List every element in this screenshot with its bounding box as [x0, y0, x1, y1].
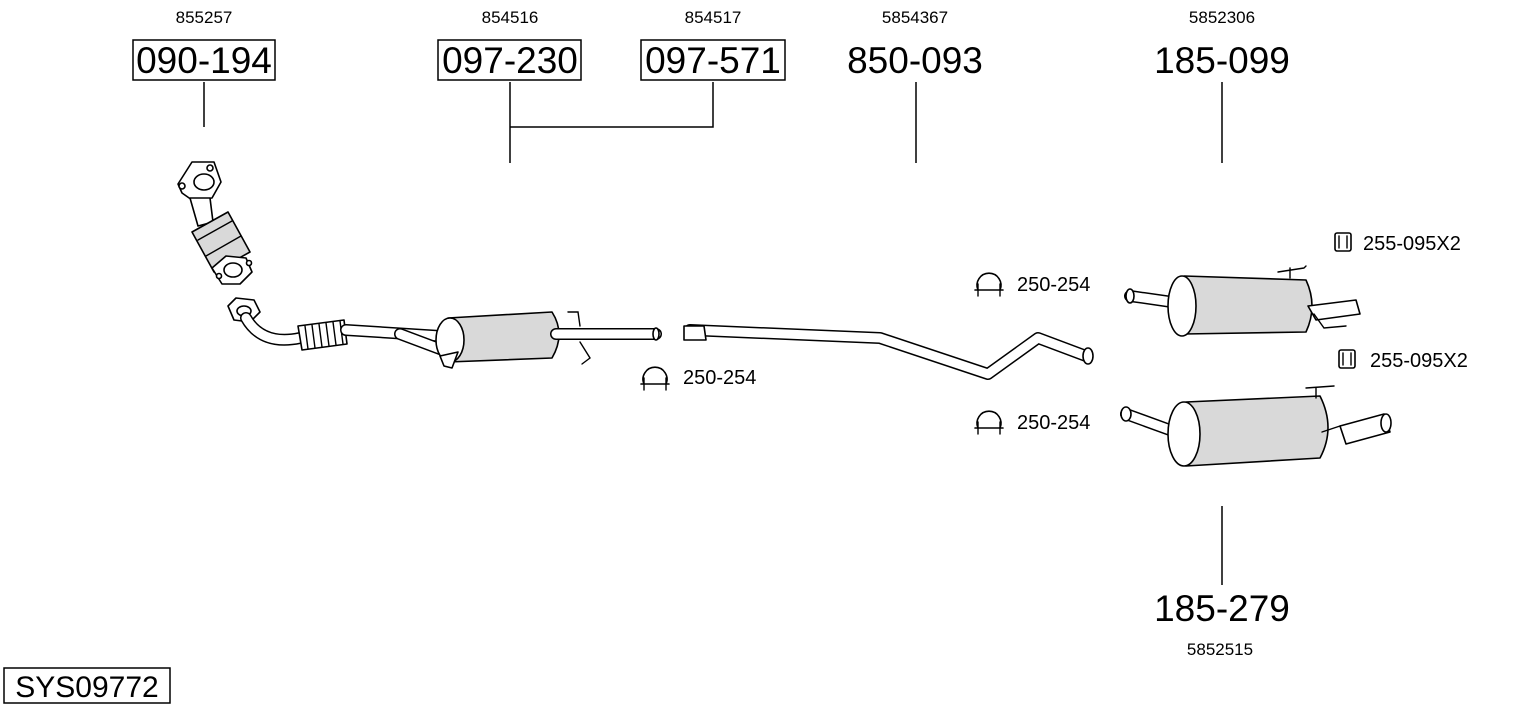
part-number: 185-279 [1154, 588, 1290, 629]
clamp-label: 250-254 [1017, 274, 1090, 296]
silencer-body [1185, 395, 1329, 467]
tailpipe [1339, 413, 1391, 445]
part-label-097-571[interactable]: 854517 097-571 [640, 8, 786, 81]
clamp-250-254-upper[interactable]: 250-254 [974, 272, 1090, 297]
pipe-socket [683, 325, 707, 341]
part-number-box [437, 39, 582, 81]
part-label-850-093[interactable]: 5854367 850-093 [847, 8, 983, 163]
part-label-090-194[interactable]: 855257 090-194 [132, 8, 276, 127]
heat-shield-tab [439, 351, 459, 369]
rear-silencer-185-099-drawing[interactable] [1124, 265, 1361, 337]
hanger-rod [567, 311, 581, 327]
oe-code: 854517 [685, 8, 742, 27]
flex-bellows [297, 319, 348, 351]
clamp-icon [642, 366, 668, 385]
hanger-255-095x2-lower[interactable]: 255-095X2 [1338, 349, 1468, 372]
part-number: 185-099 [1154, 40, 1290, 81]
oe-code: 5852306 [1189, 8, 1255, 27]
part-number: 090-194 [136, 40, 272, 81]
part-number: 850-093 [847, 40, 983, 81]
oe-code: 5852515 [1187, 640, 1253, 659]
oe-code: 5854367 [882, 8, 948, 27]
part-number: 097-230 [442, 40, 578, 81]
part-label-185-279[interactable]: 185-279 5852515 [1154, 506, 1290, 659]
clamp-label: 250-254 [683, 367, 756, 389]
catalytic-converter-drawing[interactable] [177, 161, 253, 285]
rear-silencer-185-279-drawing[interactable] [1120, 385, 1392, 467]
silencer-body [1183, 275, 1313, 335]
oe-code: 855257 [176, 8, 233, 27]
tailpipe [1307, 299, 1361, 321]
front-pipe-drawing[interactable] [227, 297, 454, 358]
hanger-rod [1305, 385, 1335, 399]
system-id-badge: SYS09772 [3, 667, 171, 704]
part-number-box [132, 39, 276, 81]
clamp-label: 250-254 [1017, 412, 1090, 434]
system-id-box [3, 667, 171, 704]
middle-silencer-drawing[interactable] [435, 311, 662, 369]
hanger-rod [1277, 265, 1307, 279]
hanger-label: 255-095X2 [1363, 233, 1461, 255]
hanger-rod [1313, 313, 1347, 329]
hanger-label: 255-095X2 [1370, 350, 1468, 372]
hanger-rod [579, 341, 591, 365]
rubber-hanger-icon [1338, 349, 1356, 369]
part-number: 097-571 [645, 40, 781, 81]
clamp-icon [976, 410, 1002, 429]
clamp-icon [976, 272, 1002, 291]
clamp-250-254-lower[interactable]: 250-254 [974, 410, 1090, 435]
rubber-hanger-icon [1334, 232, 1352, 252]
bracket-leader-lines [509, 82, 714, 163]
clamp-250-254-middle[interactable]: 250-254 [640, 366, 756, 391]
part-label-097-230[interactable]: 854516 097-230 [437, 8, 582, 81]
oe-code: 854516 [482, 8, 539, 27]
intermediate-pipe-drawing[interactable] [683, 324, 1094, 380]
part-label-185-099[interactable]: 5852306 185-099 [1154, 8, 1290, 163]
system-id: SYS09772 [15, 671, 158, 704]
part-number-box [640, 39, 786, 81]
hanger-255-095x2-upper[interactable]: 255-095X2 [1334, 232, 1461, 255]
